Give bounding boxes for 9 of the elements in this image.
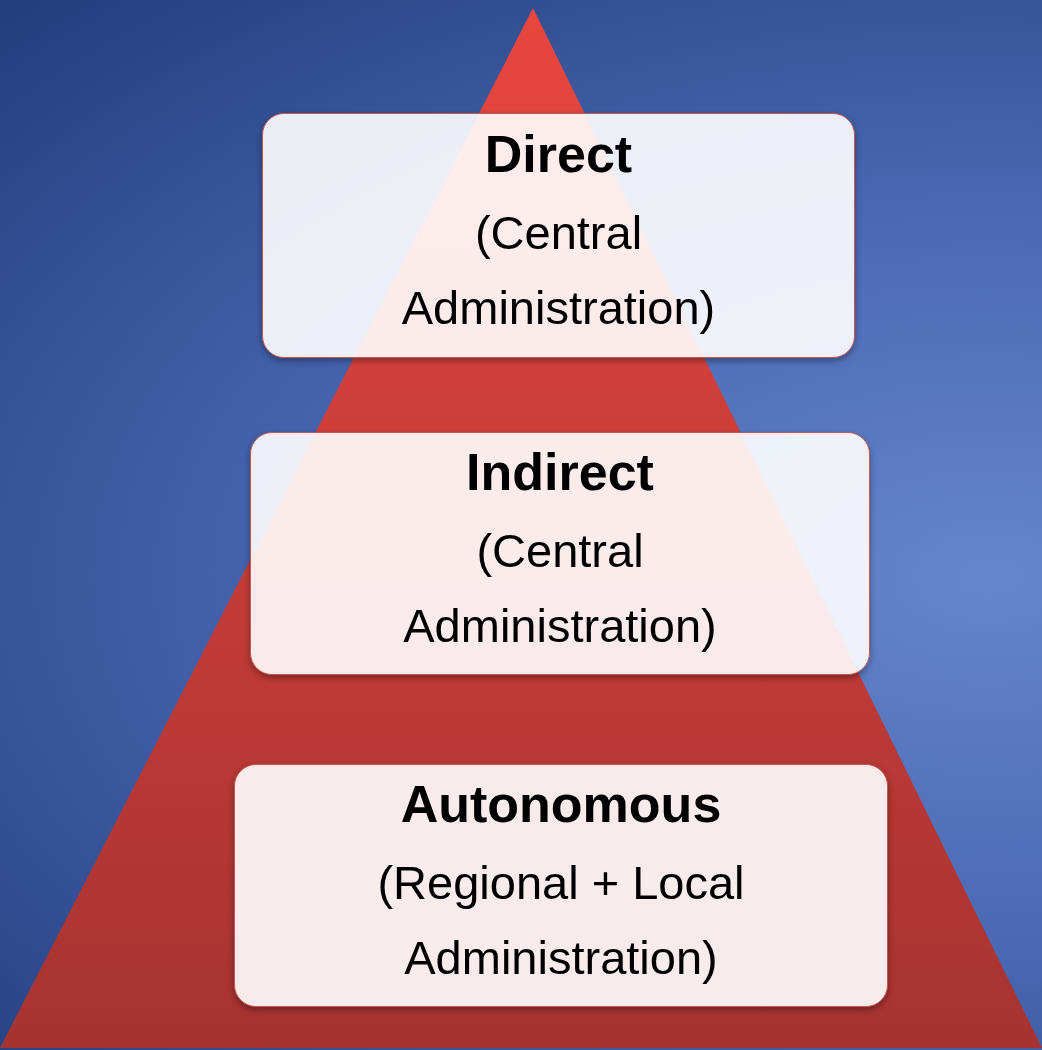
tier-description: (Regional + Local Administration) [376,855,746,987]
tier-description: (Central Administration) [400,205,717,337]
tier-box [250,432,870,675]
tier-box [234,764,888,1007]
tier-title: Direct [484,125,633,186]
tier-box [262,113,855,358]
tier-title: Autonomous [400,775,722,836]
tier-description: (Central Administration) [402,523,718,655]
tier-title: Indirect [466,443,654,504]
